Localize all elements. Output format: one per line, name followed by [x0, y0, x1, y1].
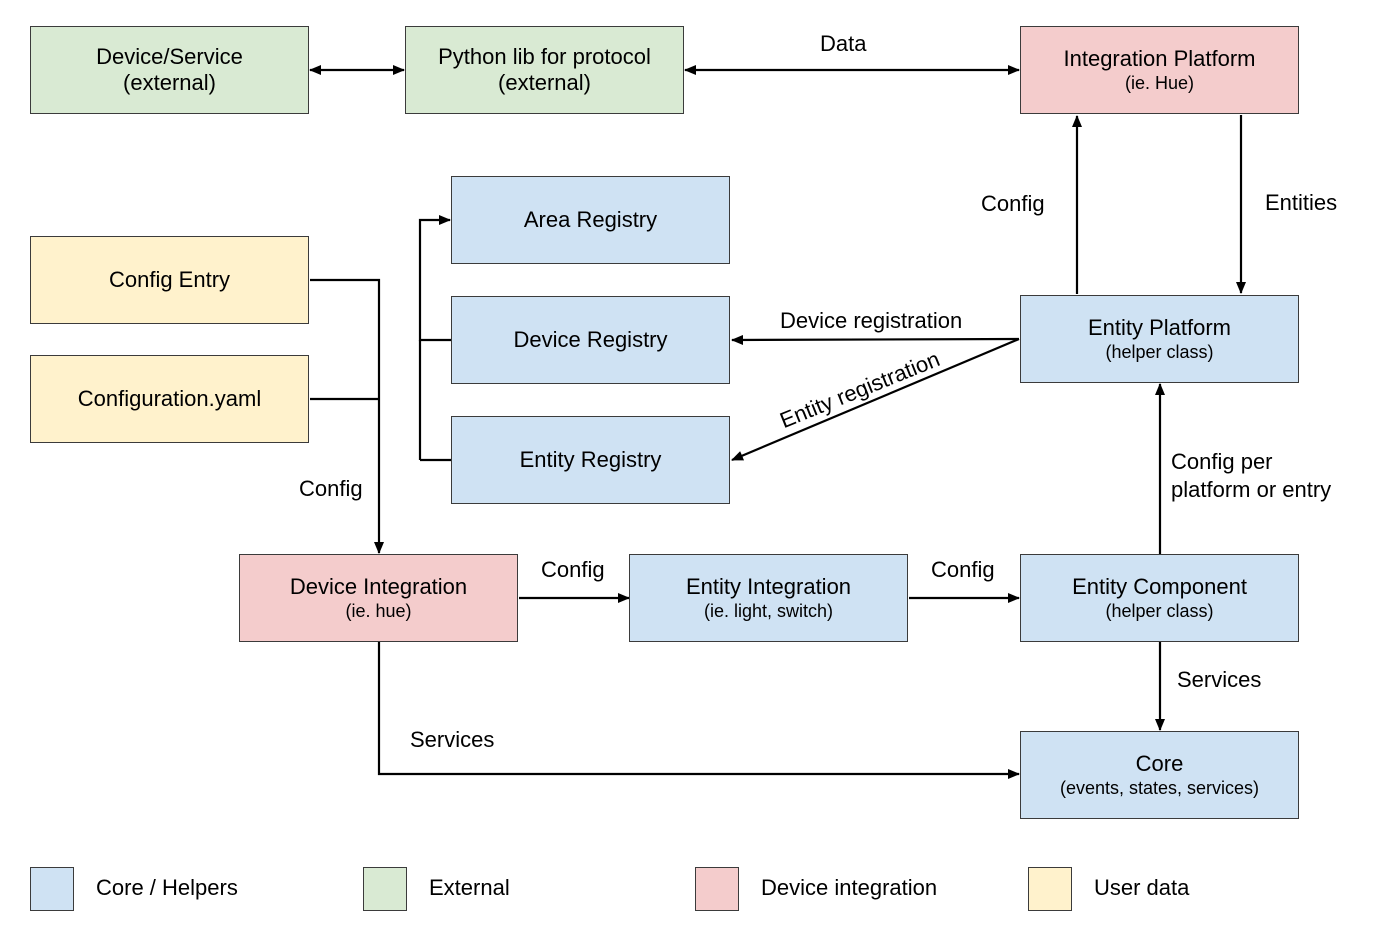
node-entity-platform: Entity Platform (helper class) [1020, 295, 1299, 383]
node-entity-platform-subtitle: (helper class) [1105, 341, 1214, 362]
node-entity-component-title: Entity Component [1072, 573, 1247, 599]
node-device-registry-title: Device Registry [513, 326, 668, 352]
node-core-title: Core [1135, 750, 1184, 776]
edge-entity-registration [731, 337, 1020, 462]
node-device-service: Device/Service (external) [30, 26, 309, 114]
legend-swatch-user-data [1028, 867, 1072, 911]
node-device-integration: Device Integration (ie. hue) [239, 554, 518, 642]
node-entity-integration: Entity Integration (ie. light, switch) [629, 554, 908, 642]
label-config-user: Config [299, 476, 363, 501]
label-config-platform: Config [981, 191, 1045, 216]
node-python-lib-subtitle: (external) [498, 70, 591, 95]
node-core-subtitle: (events, states, services) [1059, 777, 1260, 798]
node-device-registry: Device Registry [451, 296, 730, 384]
legend-label-external: External [429, 875, 510, 900]
node-area-registry: Area Registry [451, 176, 730, 264]
node-entity-integration-subtitle: (ie. light, switch) [703, 600, 834, 621]
label-config-to-entity-integration: Config [541, 557, 605, 582]
node-entity-component: Entity Component (helper class) [1020, 554, 1299, 642]
node-configuration-yaml-title: Configuration.yaml [77, 385, 262, 411]
node-python-lib: Python lib for protocol (external) [405, 26, 684, 114]
edge-device-integration-to-core [377, 642, 1020, 779]
node-integration-platform-subtitle: (ie. Hue) [1124, 72, 1195, 93]
legend-swatch-core [30, 867, 74, 911]
node-config-entry-title: Config Entry [108, 266, 231, 292]
edge-registry-bracket [418, 215, 451, 342]
label-services-component: Services [1177, 667, 1262, 692]
legend-label-user-data: User data [1094, 875, 1190, 900]
node-entity-platform-title: Entity Platform [1087, 314, 1232, 340]
label-device-registration: Device registration [780, 308, 963, 333]
node-config-entry: Config Entry [30, 236, 309, 324]
legend-label-core: Core / Helpers [96, 875, 238, 900]
label-config-per-platform-line2: platform or entry [1171, 477, 1332, 502]
label-config-to-entity-component: Config [931, 557, 995, 582]
label-config-per-platform-line1: Config per [1171, 449, 1273, 474]
node-integration-platform: Integration Platform (ie. Hue) [1020, 26, 1299, 114]
label-data: Data [820, 31, 867, 56]
edge-config-entry [310, 278, 384, 554]
node-device-service-subtitle: (external) [123, 70, 216, 95]
node-core: Core (events, states, services) [1020, 731, 1299, 819]
node-device-integration-title: Device Integration [289, 573, 468, 599]
node-entity-integration-title: Entity Integration [685, 573, 852, 599]
node-entity-component-subtitle: (helper class) [1105, 600, 1214, 621]
node-integration-platform-title: Integration Platform [1063, 45, 1256, 71]
label-services-device: Services [410, 727, 495, 752]
edge-device-registration [731, 334, 1020, 345]
node-device-service-title: Device/Service [96, 43, 243, 69]
node-area-registry-title: Area Registry [523, 206, 658, 232]
node-python-lib-title: Python lib for protocol [438, 43, 651, 69]
label-entities: Entities [1265, 190, 1338, 215]
legend-swatch-device-integration [695, 867, 739, 911]
node-entity-registry-title: Entity Registry [519, 446, 662, 472]
legend-label-device-integration: Device integration [761, 875, 938, 900]
node-configuration-yaml: Configuration.yaml [30, 355, 309, 443]
node-device-integration-subtitle: (ie. hue) [345, 600, 412, 621]
node-entity-registry: Entity Registry [451, 416, 730, 504]
legend-swatch-external [363, 867, 407, 911]
